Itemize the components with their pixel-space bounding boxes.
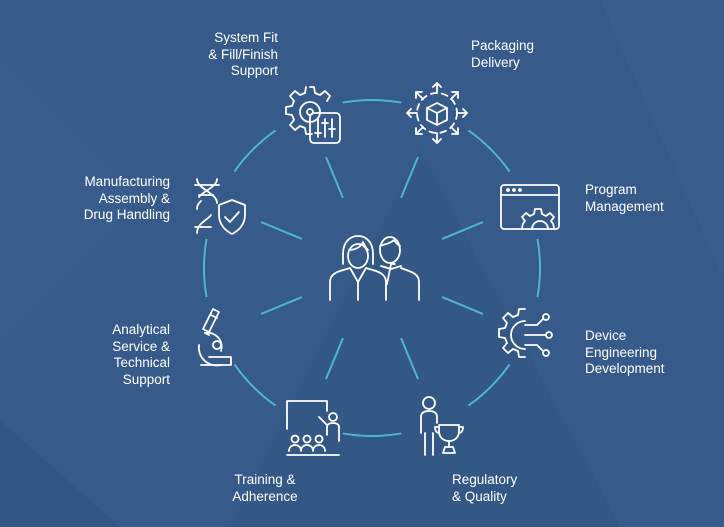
spoke-line <box>441 296 484 315</box>
gear-circuit-icon <box>495 303 559 367</box>
person-trophy-icon <box>405 393 469 457</box>
ring-arc <box>203 238 208 298</box>
browser-gear-icon <box>498 175 562 239</box>
label-analytical: Analytical Service & Technical Support <box>112 322 170 387</box>
spoke-line <box>325 337 344 380</box>
spoke-line <box>325 156 344 199</box>
label-packaging: Packaging Delivery <box>471 38 535 70</box>
ring-arc <box>233 129 277 173</box>
ring-arc <box>342 99 402 104</box>
ring-arc <box>342 432 402 437</box>
spoke-line <box>400 337 419 380</box>
ring-arc <box>467 129 511 173</box>
dna-shield-icon <box>187 175 251 239</box>
label-manufacturing: Manufacturing Assembly & Drug Handling <box>83 174 170 222</box>
spoke-line <box>260 221 303 240</box>
spoke-line <box>441 221 484 240</box>
microscope-icon <box>187 305 251 369</box>
spoke-line <box>260 296 303 315</box>
label-program: Program Management <box>585 182 664 214</box>
ring-arc <box>467 363 511 407</box>
package-arrows-icon <box>405 81 469 145</box>
spoke-line <box>400 156 419 199</box>
label-system-fit: System Fit & Fill/Finish Support <box>208 30 278 78</box>
gear-sliders-icon <box>278 83 342 147</box>
label-device: Device Engineering Development <box>585 328 665 376</box>
label-regulatory: Regulatory & Quality <box>452 472 518 504</box>
ring-arc <box>536 238 541 298</box>
ring-arc <box>233 363 277 407</box>
label-training: Training & Adherence <box>232 472 298 504</box>
classroom-icon <box>281 395 345 459</box>
people-icon <box>325 228 425 308</box>
